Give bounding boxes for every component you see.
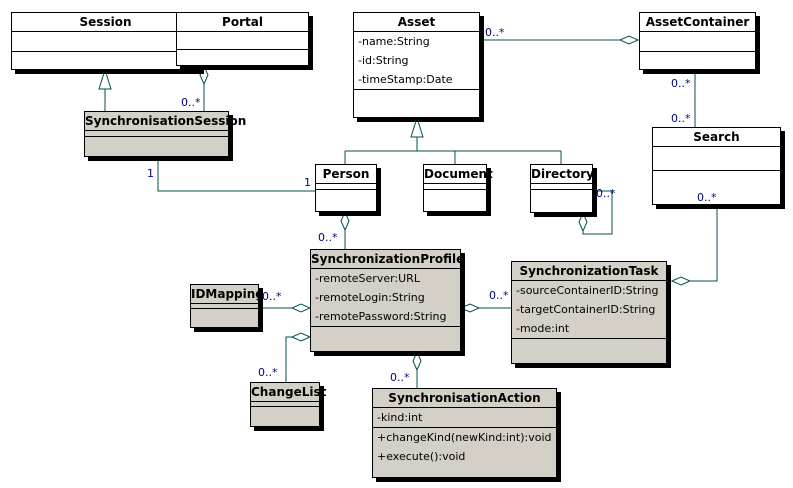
class-portal-attributes [177, 31, 308, 49]
aggregation-asset-container-diamond [618, 35, 640, 45]
class-id-mapping-operations [191, 308, 258, 309]
class-synchronization-profile-attribute-login: -remoteLogin:String [315, 291, 425, 304]
class-asset-attributes: -name:String -id:String -timeStamp:Date [354, 31, 479, 89]
class-id-mapping-name: IDMapping [191, 287, 264, 301]
class-asset-container-attributes [640, 31, 755, 51]
class-search[interactable]: Search [652, 127, 781, 205]
class-session[interactable]: Session [11, 12, 200, 70]
multiplicity-portal-session: 0..* [181, 96, 201, 109]
class-change-list[interactable]: ChangeList [250, 382, 327, 427]
aggregation-directory-self-line [582, 190, 613, 235]
class-session-operations [12, 51, 199, 52]
class-search-operations [653, 170, 780, 171]
generalization-session-arrow [98, 68, 112, 90]
class-directory-name: Directory [531, 167, 594, 181]
class-synchronization-profile-name: SynchronizationProfile [311, 252, 465, 266]
class-id-mapping-attributes [191, 303, 258, 308]
multiplicity-search-task: 0..* [697, 191, 717, 204]
multiplicity-asset-container: 0..* [485, 26, 505, 39]
class-synchronization-task[interactable]: SynchronizationTask -sourceContainerID:S… [511, 261, 667, 364]
aggregation-search-task-line [690, 205, 718, 282]
aggregation-profile-mapping-diamond [290, 303, 312, 313]
aggregation-person-profile-diamond [340, 210, 350, 232]
multiplicity-profile-task: 0..* [489, 289, 509, 302]
class-synchronisation-session[interactable]: SynchronisationSession [84, 111, 247, 157]
multiplicity-container-search-top: 0..* [671, 77, 691, 90]
class-asset[interactable]: Asset -name:String -id:String -timeStamp… [353, 12, 480, 118]
class-synchronisation-session-attributes [85, 130, 228, 136]
aggregation-directory-self-diamond [578, 211, 588, 233]
class-asset-operations [354, 89, 479, 90]
class-person-name: Person [322, 167, 370, 181]
multiplicity-session-person-right: 1 [304, 176, 311, 189]
class-asset-attribute-name: -name:String [358, 35, 430, 48]
class-synchronization-task-attribute-mode: -mode:int [516, 322, 570, 335]
aggregation-portal-diamond [199, 64, 209, 86]
class-portal[interactable]: Portal [176, 12, 309, 66]
class-document-attributes [424, 183, 486, 189]
aggregation-profile-changelist-diamond [290, 332, 312, 342]
class-directory-operations [531, 189, 592, 190]
generalization-asset-arrow [410, 116, 424, 138]
aggregation-profile-action-diamond [412, 350, 422, 372]
class-session-attributes [12, 31, 199, 51]
association-session-person-line [157, 157, 315, 192]
class-change-list-operations [251, 406, 319, 407]
multiplicity-container-search-bottom: 0..* [671, 112, 691, 125]
aggregation-profile-task-diamond [459, 303, 481, 313]
class-asset-attribute-id: -id:String [358, 54, 409, 67]
class-synchronisation-session-name: SynchronisationSession [85, 114, 247, 128]
class-synchronisation-action-name: SynchronisationAction [388, 391, 541, 405]
class-synchronisation-action-operation-execute: +execute():void [377, 450, 466, 463]
class-asset-container-operations [640, 51, 755, 52]
multiplicity-profile-mapping: 0..* [262, 290, 282, 303]
class-synchronization-profile-attribute-server: -remoteServer:URL [315, 272, 420, 285]
class-asset-container[interactable]: AssetContainer [639, 12, 756, 70]
class-synchronisation-action-attribute-kind: -kind:int [377, 411, 423, 424]
class-document[interactable]: Document [423, 164, 493, 212]
class-directory[interactable]: Directory [530, 164, 594, 213]
class-synchronization-task-attribute-target: -targetContainerID:String [516, 303, 656, 316]
multiplicity-profile-changelist: 0..* [258, 366, 278, 379]
class-session-name: Session [79, 15, 132, 29]
class-asset-container-name: AssetContainer [645, 15, 750, 29]
class-synchronisation-action-attributes: -kind:int [373, 407, 556, 427]
aggregation-profile-changelist-line [285, 336, 292, 382]
class-directory-attributes [531, 183, 592, 189]
class-change-list-name: ChangeList [251, 385, 327, 399]
class-person-attributes [316, 183, 376, 189]
class-document-operations [424, 189, 486, 190]
class-synchronization-task-operations [512, 338, 666, 339]
aggregation-search-task-diamond [670, 276, 692, 286]
class-id-mapping[interactable]: IDMapping [190, 284, 264, 328]
class-search-attributes [653, 146, 780, 170]
class-synchronization-task-name: SynchronizationTask [519, 264, 659, 278]
class-synchronization-task-attributes: -sourceContainerID:String -targetContain… [512, 280, 666, 338]
class-document-name: Document [424, 167, 493, 181]
class-change-list-attributes [251, 401, 319, 406]
class-portal-name: Portal [222, 15, 263, 29]
class-search-name: Search [693, 130, 740, 144]
class-person-operations [316, 189, 376, 190]
multiplicity-session-person-left: 1 [147, 167, 154, 180]
class-person[interactable]: Person [315, 164, 377, 212]
class-synchronization-task-attribute-source: -sourceContainerID:String [516, 284, 659, 297]
class-synchronization-profile-operations [311, 326, 460, 327]
multiplicity-profile-action: 0..* [390, 371, 410, 384]
class-asset-name: Asset [397, 15, 436, 29]
class-synchronization-profile[interactable]: SynchronizationProfile -remoteServer:URL… [310, 249, 465, 352]
class-portal-operations [177, 49, 308, 50]
class-synchronization-profile-attribute-password: -remotePassword:String [315, 310, 447, 323]
class-synchronisation-action-operations: +changeKind(newKind:int):void +execute()… [373, 427, 556, 466]
multiplicity-directory-self: 0..* [596, 187, 616, 200]
class-synchronisation-session-operations [85, 136, 228, 137]
multiplicity-person-profile: 0..* [318, 231, 338, 244]
class-asset-attribute-timestamp: -timeStamp:Date [358, 73, 453, 86]
class-synchronization-profile-attributes: -remoteServer:URL -remoteLogin:String -r… [311, 268, 460, 326]
class-synchronisation-action-operation-change-kind: +changeKind(newKind:int):void [377, 431, 552, 444]
class-synchronisation-action[interactable]: SynchronisationAction -kind:int +changeK… [372, 388, 557, 478]
